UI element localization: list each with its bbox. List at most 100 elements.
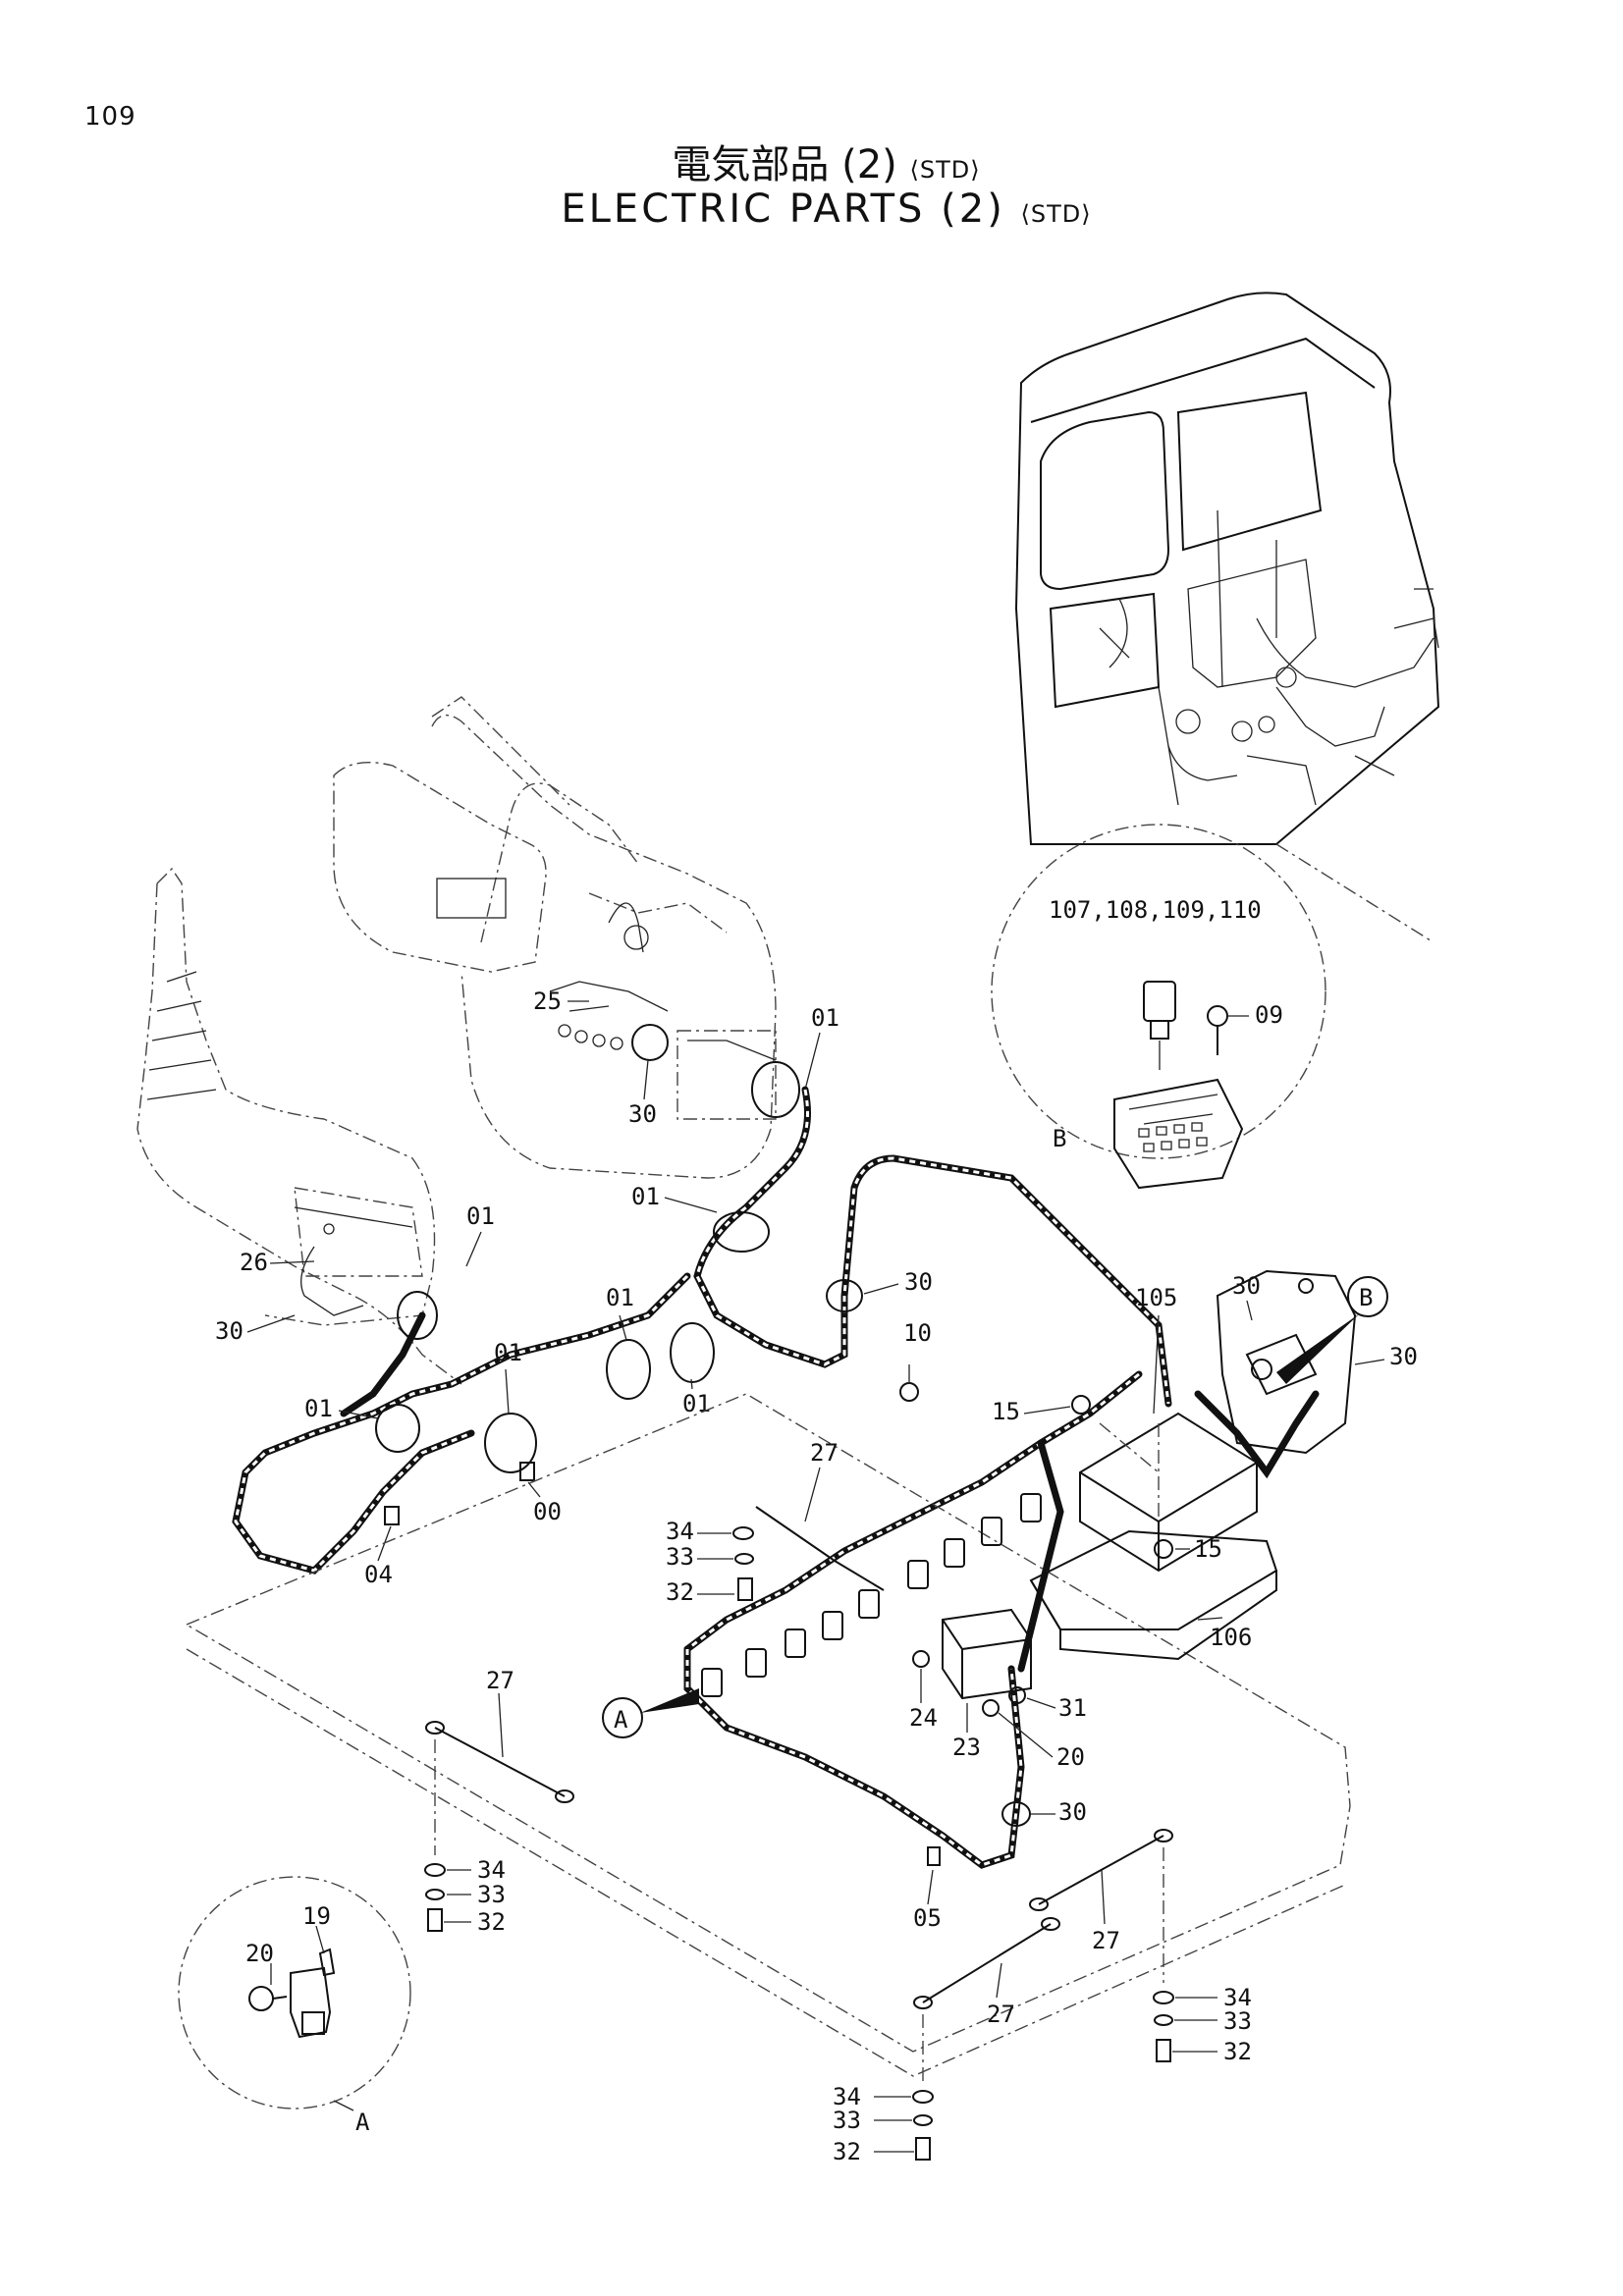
callout-34-a: 34	[666, 1518, 694, 1545]
leaders-bottom-stack	[874, 2096, 914, 2153]
floor-plate-outline	[185, 1393, 1351, 2053]
callout-33-d: 33	[833, 2107, 861, 2134]
callout-107-108-109-110: 107,108,109,110	[1049, 896, 1262, 924]
ground-strap-27-d	[922, 1923, 1052, 2003]
title-std-tag-en: ⟨STD⟩	[1020, 200, 1092, 228]
leader-30-e	[1354, 1359, 1385, 1365]
leader-01-d	[619, 1314, 627, 1341]
bolt-15-a	[1071, 1395, 1091, 1415]
title-jp-text: 電気部品 (2)	[672, 142, 897, 187]
callout-01-f-left: 01	[304, 1395, 333, 1422]
callout-30-a: 30	[628, 1100, 657, 1128]
callout-01-a: 01	[811, 1004, 839, 1032]
callout-31: 31	[1058, 1694, 1087, 1722]
callout-27-c: 27	[1092, 1927, 1120, 1954]
ground-strap-27-c	[1038, 1835, 1164, 1905]
left-control-console-illustration	[136, 867, 462, 1385]
callout-15-a: 15	[992, 1398, 1020, 1425]
marker-a-label: A	[614, 1706, 628, 1734]
controller-106	[1029, 1529, 1278, 1661]
controller-105	[1079, 1412, 1258, 1573]
title-english: ELECTRIC PARTS (2) ⟨STD⟩	[0, 187, 1623, 232]
callout-105: 105	[1135, 1284, 1177, 1311]
bolt-10	[899, 1382, 919, 1402]
page-number: 109	[84, 102, 136, 132]
bolt-24	[912, 1650, 930, 1668]
clip-04	[384, 1506, 400, 1525]
leader-27-b	[498, 1692, 504, 1758]
relay-box-23	[942, 1608, 1032, 1700]
callout-01-g-top: 01	[494, 1339, 522, 1366]
lockwasher-33-c	[1154, 2014, 1173, 2026]
washer-34-d	[912, 2090, 934, 2104]
leader-30-d	[1246, 1300, 1253, 1321]
leader-27-d	[996, 1962, 1002, 1999]
callout-30-c: 30	[904, 1268, 933, 1296]
leader-01-a	[804, 1032, 821, 1091]
marker-b-circle	[1276, 1276, 1388, 1384]
fuse-box-unit	[1216, 1269, 1357, 1455]
callout-09: 09	[1255, 1001, 1283, 1029]
detail-b-fuse-box	[991, 824, 1326, 1190]
callout-01-c: 01	[466, 1202, 495, 1230]
clamp-30-f	[1001, 1801, 1031, 1827]
leader-20-a	[998, 1712, 1054, 1758]
leader-30-c	[863, 1283, 899, 1295]
leader-01-c	[465, 1231, 482, 1267]
lockwasher-33-b	[425, 1889, 445, 1900]
clamp-01-b	[713, 1211, 770, 1253]
callout-30-b: 30	[215, 1317, 243, 1345]
leader-105	[1153, 1314, 1160, 1415]
detail-a-label: A	[355, 2109, 370, 2136]
lockwasher-33-d	[913, 2114, 933, 2126]
callout-10: 10	[903, 1319, 932, 1347]
callout-01-d: 01	[606, 1284, 634, 1311]
clip-05	[927, 1846, 941, 1866]
callout-25: 25	[533, 988, 562, 1015]
callout-32-d: 32	[833, 2138, 861, 2165]
callout-27-d: 27	[987, 2001, 1015, 2028]
callout-23: 23	[952, 1734, 981, 1761]
callout-33-a: 33	[666, 1543, 694, 1571]
callout-33-b: 33	[477, 1881, 506, 1908]
leader-01-f-left	[338, 1410, 379, 1419]
leaders-right-stack	[1172, 1997, 1217, 2053]
callout-24: 24	[909, 1704, 938, 1732]
bolt-31	[1008, 1686, 1026, 1704]
callout-30-f: 30	[1058, 1798, 1087, 1826]
ground-strap-27-a	[755, 1506, 885, 1591]
callout-27-b: 27	[486, 1667, 514, 1694]
leader-01-g-top	[505, 1368, 510, 1415]
callout-34-c: 34	[1223, 1984, 1252, 2011]
leader-31	[1026, 1697, 1056, 1709]
leader-detail-a	[333, 2100, 354, 2111]
lockwasher-33-a	[734, 1553, 754, 1565]
leader-30-b	[246, 1314, 296, 1333]
callout-01-b: 01	[631, 1183, 660, 1210]
right-control-console-illustration	[333, 696, 777, 1179]
leader-00	[527, 1481, 541, 1498]
callout-01-e: 01	[682, 1390, 711, 1417]
title-en-text: ELECTRIC PARTS (2)	[561, 187, 1005, 232]
detail-a-pressure-switch	[178, 1876, 411, 2109]
leader-106	[1197, 1617, 1223, 1621]
leader-01-e	[690, 1378, 693, 1390]
callout-19: 19	[302, 1902, 331, 1930]
callout-32-b: 32	[477, 1908, 506, 1936]
washer-34-a	[732, 1526, 754, 1540]
callout-15-b: 15	[1194, 1535, 1222, 1563]
callout-20-b: 20	[245, 1940, 274, 1967]
bolt-32-b	[427, 1908, 443, 1932]
clamp-01-a	[751, 1061, 800, 1118]
clamp-01-d	[606, 1339, 651, 1400]
floor-plate-edge	[186, 1648, 1346, 2077]
leader-15-a	[1023, 1406, 1071, 1415]
callout-26: 26	[240, 1249, 268, 1276]
clamp-01-c	[397, 1291, 438, 1340]
bolt-32-a	[737, 1577, 753, 1601]
title-std-tag-jp: ⟨STD⟩	[909, 156, 981, 184]
operator-cab-illustration	[1014, 292, 1440, 943]
callout-33-c: 33	[1223, 2007, 1252, 2035]
clip-00	[519, 1462, 535, 1481]
